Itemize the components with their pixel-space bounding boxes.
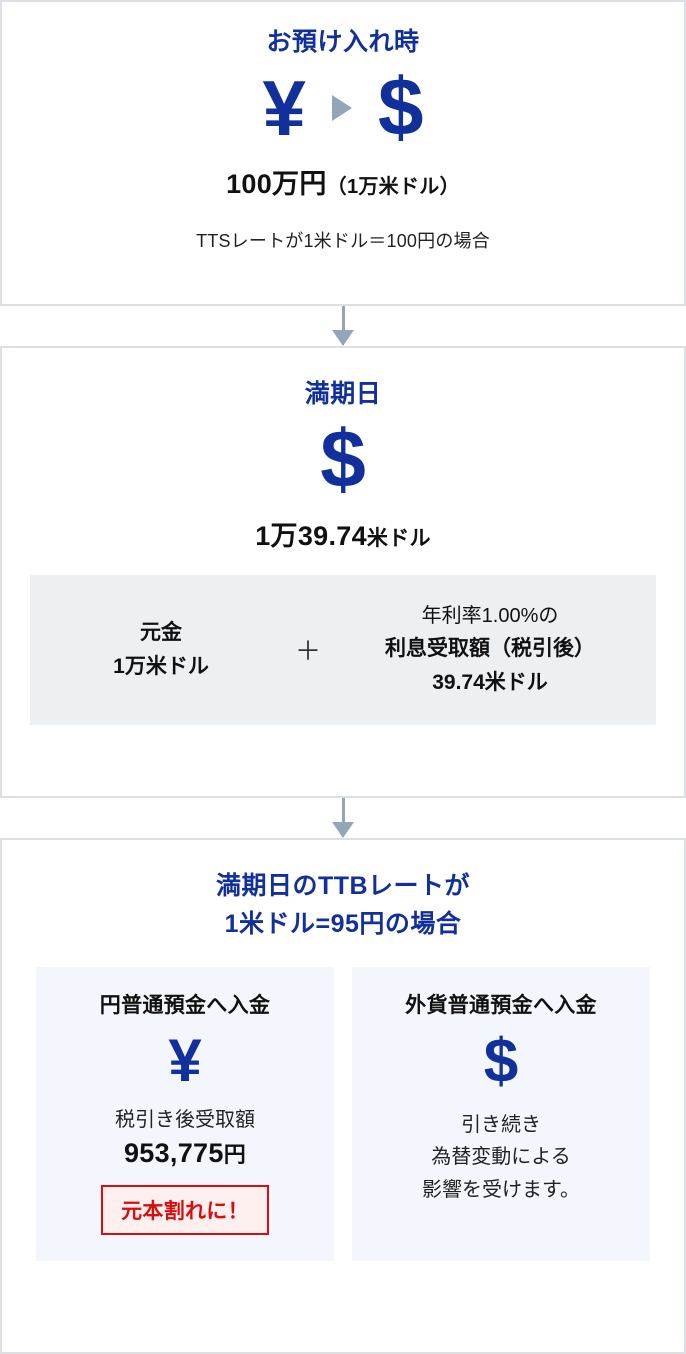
breakdown-principal: 元金 1万米ドル <box>51 616 271 684</box>
arrow-down-icon <box>332 822 354 838</box>
payout-card-yen-label: 税引き後受取額 <box>115 1109 255 1131</box>
payout-card-yen-amount-unit: 円 <box>223 1142 246 1167</box>
maturity-amount: 1万39.74 <box>255 520 367 551</box>
payout-card-yen-amount: 953,775 <box>123 1138 224 1168</box>
panel-payout: 満期日のTTBレートが 1米ドル=95円の場合 円普通預金へ入金 ¥ 税引き後受… <box>0 838 686 1354</box>
maturity-amount-line: 1万39.74米ドル <box>255 514 431 553</box>
connector-arrow-2 <box>0 798 686 838</box>
breakdown-principal-label: 元金 <box>140 620 182 644</box>
deposit-currency-conversion-row: ¥ $ <box>263 66 424 150</box>
deposit-amount-line: 100万円（1万米ドル） <box>226 162 460 201</box>
deposit-rate-note: TTSレートが1米ドル＝100円の場合 <box>196 230 490 251</box>
panel-deposit-heading: お預け入れ時 <box>266 28 420 56</box>
connector-stem <box>341 306 345 332</box>
panel-maturity-heading: 満期日 <box>304 380 382 408</box>
breakdown-principal-value: 1万米ドル <box>113 654 209 678</box>
payout-card-yen-amount-line: 953,775円 <box>124 1137 246 1169</box>
dollar-sign-icon: $ <box>483 1027 519 1096</box>
dollar-sign-icon: $ <box>377 61 424 153</box>
yen-sign-icon: ¥ <box>168 1027 202 1094</box>
panel-payout-heading-line2: 1米ドル=95円の場合 <box>224 909 462 938</box>
connector-stem <box>341 798 345 824</box>
panel-deposit: お預け入れ時 ¥ $ 100万円（1万米ドル） TTSレートが1米ドル＝100円… <box>0 0 686 306</box>
payout-card-yen-savings: 円普通預金へ入金 ¥ 税引き後受取額 953,775円 元本割れに！ <box>36 967 334 1261</box>
yen-sign-icon: ¥ <box>262 63 306 152</box>
breakdown-plus-operator: ＋ <box>294 636 321 667</box>
dollar-sign-icon: $ <box>320 413 366 505</box>
payout-card-yen-title: 円普通預金へ入金 <box>99 994 271 1017</box>
breakdown-rate-line: 年利率1.00%の <box>421 604 559 627</box>
payout-card-foreign-title: 外貨普通預金へ入金 <box>405 994 597 1017</box>
payout-card-foreign-currency-savings: 外貨普通預金へ入金 $ 引き続き為替変動による影響を受けます。 <box>352 967 650 1261</box>
payout-cards: 円普通預金へ入金 ¥ 税引き後受取額 953,775円 元本割れに！ 外貨普通預… <box>36 967 650 1261</box>
breakdown-interest-value: 39.74米ドル <box>432 670 548 694</box>
panel-maturity: 満期日 $ 1万39.74米ドル 元金 1万米ドル ＋ 年利率1.00%の 利息… <box>0 346 686 798</box>
panel-payout-heading: 満期日のTTBレートが 1米ドル=95円の場合 <box>216 868 470 943</box>
panel-payout-heading-line1: 満期日のTTBレートが <box>215 872 471 900</box>
payout-card-foreign-text: 引き続き為替変動による影響を受けます。 <box>422 1114 580 1201</box>
connector-arrow-1 <box>0 306 686 346</box>
principal-loss-warning-badge: 元本割れに！ <box>101 1185 269 1235</box>
breakdown-interest: 年利率1.00%の 利息受取額（税引後） 39.74米ドル <box>345 601 635 699</box>
triangle-right-icon <box>331 94 352 121</box>
breakdown-interest-label: 利息受取額（税引後） <box>385 637 595 661</box>
arrow-down-icon <box>332 330 354 346</box>
maturity-amount-unit: 米ドル <box>366 526 431 550</box>
maturity-currency-row: $ <box>320 418 366 502</box>
maturity-breakdown-box: 元金 1万米ドル ＋ 年利率1.00%の 利息受取額（税引後） 39.74米ドル <box>30 574 656 725</box>
deposit-amount: 100万円 <box>226 168 327 199</box>
deposit-amount-sub: （1万米ドル） <box>326 175 460 198</box>
